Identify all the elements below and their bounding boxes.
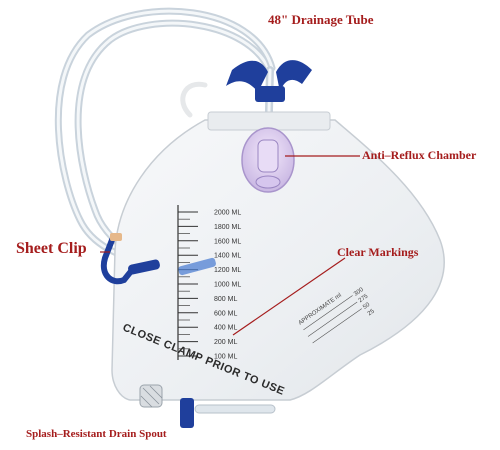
sheet-clip: [100, 233, 135, 285]
scale-label: 600 ML: [214, 310, 237, 317]
label-clear-markings: Clear Markings: [337, 245, 419, 259]
scale-label: 1400 ML: [214, 253, 241, 260]
side-scale-label: 300: [353, 287, 365, 298]
urine-bag-body: [111, 119, 445, 401]
anti-reflux-chamber: [241, 127, 295, 193]
side-scale-label: 50: [362, 302, 371, 311]
scale-label: 400 ML: [214, 325, 237, 332]
label-drain-spout: Splash–Resistant Drain Spout: [26, 428, 167, 440]
drain-spout: [139, 384, 276, 428]
scale-label: 1200 ML: [214, 267, 241, 274]
label-drainage-tube: 48" Drainage Tube: [268, 12, 374, 27]
scale-label: 100 ML: [214, 354, 237, 361]
side-scale-label: 25: [367, 308, 376, 317]
hanger-clamp: [226, 60, 312, 102]
label-sheet-clip: Sheet Clip: [16, 240, 87, 257]
side-scale-label: 275: [358, 293, 370, 304]
scale-label: 1800 ML: [214, 224, 241, 231]
inline-tube-clamp: [128, 257, 216, 276]
scale-label: 200 ML: [214, 339, 237, 346]
scale-label: 800 ML: [214, 296, 237, 303]
pointer-lines: [100, 155, 360, 336]
graduation-scale: 2000 ML 1800 ML 1600 ML 1400 ML 1200 ML 1000 …: [177, 205, 241, 361]
label-anti-reflux-chamber: Anti–Reflux Chamber: [362, 148, 477, 162]
scale-label: 1600 ML: [214, 238, 241, 245]
scale-label: 2000 ML: [214, 210, 241, 217]
scale-label: 1000 ML: [214, 282, 241, 289]
